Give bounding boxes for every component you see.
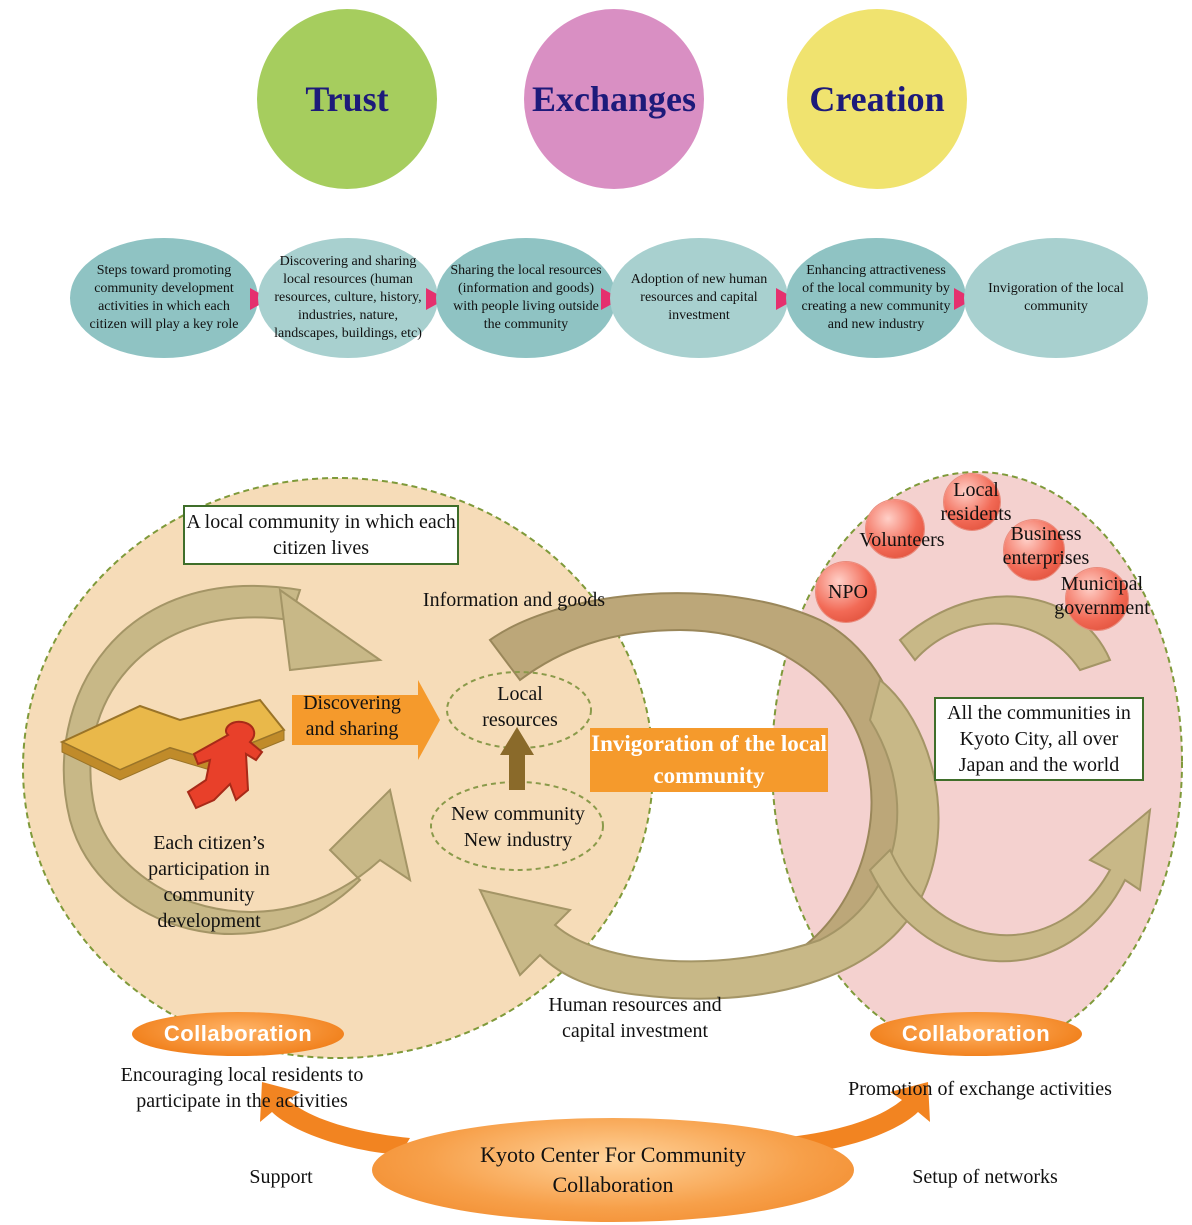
citizen-participation-label: Each citizen’s participation in communit… [148,832,270,932]
business-label: Business enterprises [1002,523,1090,569]
npo-label: NPO [827,581,868,603]
kyoto-center-ellipse: Kyoto Center For Community Collaboration [372,1118,854,1222]
communities-label: All the communities in Kyoto City, all o… [947,702,1131,776]
human-resources-arrow [478,678,940,1000]
local-residents-ball [944,474,1000,530]
step-4-label: Adoption of new human resources and capi… [630,272,768,323]
left-cycle-arrow [62,584,412,935]
local-resources-ring [446,671,592,749]
local-community-title: A local community in which each citizen … [186,511,456,559]
puzzle-pieces-edge [61,729,285,781]
discover-arrow [292,680,440,760]
step-5: Enhancing attractiveness of the local co… [786,238,966,358]
municipal-ball [1066,568,1128,630]
left-cycle-arrowhead [278,587,383,672]
exchanges-circle: Exchanges [524,9,704,189]
local-community-box: A local community in which each citizen … [183,505,459,565]
step-1-label: Steps toward promoting community develop… [89,263,239,332]
info-goods-label: Information and goods [422,589,606,611]
citizen-figure-icon [186,720,264,810]
step-1: Steps toward promoting community develop… [70,238,258,358]
collaboration-left-badge: Collaboration [132,1012,344,1056]
right-cycle-arrow [898,595,1112,672]
collaboration-right-badge: Collaboration [870,1012,1082,1056]
new-community-label: New community New industry [451,803,585,851]
communities-box: All the communities in Kyoto City, all o… [934,697,1144,781]
up-arrow [500,727,534,790]
human-resources-label: Human resources and capital investment [548,994,722,1042]
municipal-label: Municipal government [1054,573,1150,619]
right-collab-caption: Promotion of exchange activities [848,1078,1112,1100]
npo-ball [816,562,876,622]
left-collab-caption: Encouraging local residents to participa… [120,1064,364,1112]
volunteers-label: Volunteers [859,529,945,551]
trust-label: Trust [305,79,389,119]
business-ball [1004,520,1064,580]
kyoto-center-label: Kyoto Center For Community Collaboration [480,1142,746,1197]
step-6: Invigoration of the local community [964,238,1148,358]
local-residents-label: Local residents [940,479,1012,525]
new-community-ring [430,781,604,871]
step-3-label: Sharing the local resources (information… [450,263,602,332]
networks-label: Setup of networks [912,1166,1058,1188]
exchanges-label: Exchanges [531,79,697,119]
step-5-label: Enhancing attractiveness of the local co… [801,263,951,332]
discover-label: Discovering and sharing [303,692,401,740]
creation-circle: Creation [787,9,967,189]
volunteers-ball [866,500,924,558]
networks-arrow [780,1082,930,1155]
creation-label: Creation [809,79,945,119]
support-label: Support [249,1166,313,1188]
step-3: Sharing the local resources (information… [436,238,616,358]
support-arrow [260,1082,410,1155]
local-resources-label: Local resources [482,683,558,731]
right-lower-arrow [868,807,1152,963]
step-2-label: Discovering and sharing local resources … [274,254,422,341]
step-2: Discovering and sharing local resources … [258,238,438,358]
trust-circle: Trust [257,9,437,189]
invigoration-banner: Invigoration of the local community [590,728,828,792]
step-4: Adoption of new human resources and capi… [610,238,788,358]
step-6-label: Invigoration of the local community [988,281,1124,314]
